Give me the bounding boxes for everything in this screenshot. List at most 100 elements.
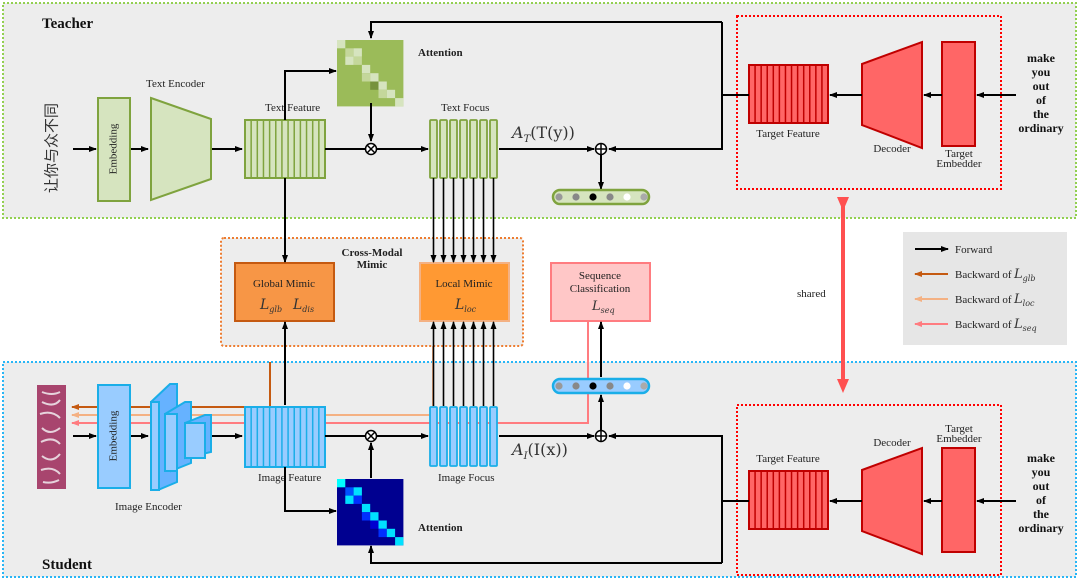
student-focus-label: Image Focus <box>438 472 495 484</box>
sequence-token <box>640 382 648 390</box>
focus-bar <box>459 119 468 179</box>
attention-cell <box>345 487 354 496</box>
target-feature-label: Target Feature <box>756 128 820 140</box>
attention-cell <box>370 512 379 521</box>
sequence-vector-frame <box>551 377 651 395</box>
attention-cell <box>395 98 404 107</box>
student-focus-formula: AI(I(x)) <box>510 440 568 462</box>
student-embedding-block <box>97 384 131 489</box>
target-word: make <box>1027 51 1056 65</box>
teacher-attention-map <box>337 40 404 107</box>
focus-bar <box>479 406 488 467</box>
focus-arrows <box>430 178 497 406</box>
attention-cell <box>361 503 371 513</box>
target-word: of <box>1036 93 1047 107</box>
attention-cell <box>353 48 362 57</box>
attention-cell <box>361 73 371 82</box>
decoder-label: Decoder <box>873 143 911 155</box>
sequence-classification-group: Sequence Classification Lseq <box>550 262 651 322</box>
loss-loc: Lloc <box>454 297 477 314</box>
shared-label: shared <box>797 288 826 300</box>
student-feature-label: Image Feature <box>258 472 321 484</box>
sequence-label-2: Classification <box>570 283 631 295</box>
loss-glb: Lglb <box>259 297 282 314</box>
focus-bar <box>489 119 498 179</box>
target-embedder-label-2: Embedder <box>936 158 982 170</box>
attention-cell <box>370 520 379 529</box>
focus-bar <box>489 406 498 467</box>
attention-cell <box>378 520 387 529</box>
focus-bar <box>469 406 478 467</box>
target-word: you <box>1032 465 1051 479</box>
add-operator <box>594 142 608 156</box>
forward-arrow <box>608 22 723 152</box>
focus-bar <box>449 119 458 179</box>
focus-bar <box>449 406 458 467</box>
target-embedder-block <box>941 41 976 147</box>
target-word: ordinary <box>1018 121 1063 135</box>
multiply-operator <box>364 142 378 156</box>
target-word: out <box>1033 479 1050 493</box>
attention-cell <box>386 528 396 538</box>
focus-bar <box>459 406 468 467</box>
legend-box <box>903 232 1067 345</box>
teacher-focus-block <box>429 119 498 179</box>
forward-arrow <box>284 467 337 514</box>
focus-bar <box>479 119 488 179</box>
decoder-label: Decoder <box>873 437 911 449</box>
sequence-vector-frame <box>551 188 651 206</box>
sequence-token <box>555 193 563 201</box>
focus-bar <box>429 119 438 179</box>
global-mimic-box <box>234 262 335 322</box>
attention-cell <box>337 479 346 488</box>
target-word: you <box>1032 65 1051 79</box>
target-word: the <box>1033 107 1050 121</box>
student-input-image <box>37 385 66 489</box>
legend-item-label: Forward <box>955 244 993 256</box>
cross-modal-title: Cross-Modal <box>342 247 403 259</box>
local-mimic-box <box>419 262 510 322</box>
target-word: out <box>1033 79 1050 93</box>
teacher-title: Teacher <box>42 16 93 32</box>
teacher-feature-label: Text Feature <box>265 102 320 114</box>
target-feature-block <box>748 64 829 124</box>
teacher-input-text: 让你与众不同 <box>43 103 60 193</box>
sequence-token <box>555 382 563 390</box>
focus-bar <box>439 406 448 467</box>
teacher-focus-formula: AT(T(y)) <box>510 123 575 145</box>
add-operator <box>594 429 608 443</box>
teacher-embedding-label: Embedding <box>108 123 120 174</box>
target-word: of <box>1036 493 1047 507</box>
attention-cell <box>345 48 354 57</box>
teacher-feature-block <box>244 119 326 179</box>
cross-modal-mimic-group: Cross-Modal Mimic Global Mimic Lglb Ldis… <box>220 237 524 347</box>
teacher-attention-label: Attention <box>418 47 463 59</box>
focus-bar <box>429 406 438 467</box>
legend-item-label: Backward of <box>955 294 1012 306</box>
attention-cell <box>345 495 354 504</box>
sequence-token <box>589 382 597 390</box>
student-attention-label: Attention <box>418 522 463 534</box>
decoder-block <box>861 446 923 556</box>
sequence-token <box>572 382 580 390</box>
sequence-token <box>606 382 614 390</box>
legend-loss-symbol: Lglb <box>1013 267 1035 283</box>
attention-cell <box>353 56 362 65</box>
forward-arrow <box>284 68 337 120</box>
target-feature-label: Target Feature <box>756 453 820 465</box>
decoder-dashed-border <box>736 404 1002 576</box>
forward-arrow <box>368 545 722 564</box>
attention-cell <box>370 73 379 82</box>
target-word: the <box>1033 507 1050 521</box>
attention-cell <box>361 64 371 74</box>
teacher-encoder-label: Text Encoder <box>146 78 205 90</box>
sequence-label: Sequence <box>579 270 621 282</box>
target-embedder-label-2: Embedder <box>936 433 982 445</box>
focus-bar <box>469 119 478 179</box>
student-feature-block <box>244 406 326 468</box>
decoder-block <box>861 40 923 150</box>
local-mimic-label: Local Mimic <box>435 278 492 290</box>
legend-loss-symbol: Lseq <box>1013 317 1037 333</box>
sequence-token <box>572 193 580 201</box>
